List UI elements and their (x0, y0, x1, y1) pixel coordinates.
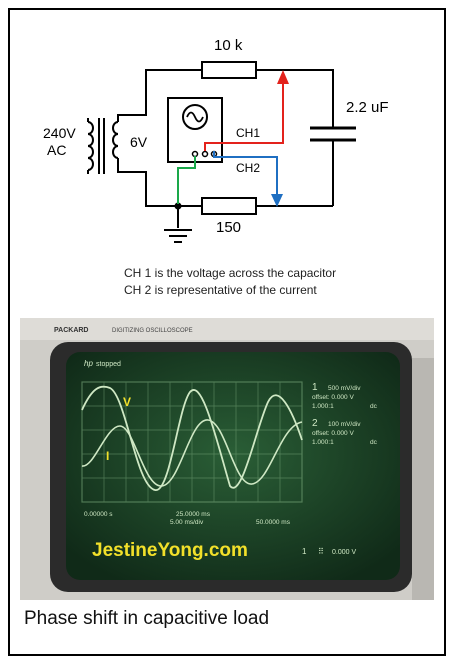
transformer-secondary-coil (112, 121, 119, 159)
ch1-terminal (201, 150, 209, 158)
ch2-number: 2 (312, 418, 318, 429)
ch2-coupling: dc (370, 439, 378, 446)
ch1-probe-wire (204, 82, 284, 151)
secondary-voltage-label: 6V (130, 134, 148, 150)
source-voltage-label: 240V (43, 125, 76, 141)
time-left: 0.00000 s (84, 511, 113, 518)
resistor-150 (201, 197, 257, 215)
circuit-wires (117, 69, 334, 228)
note-line-2: CH 2 is representative of the current (124, 283, 317, 297)
resistor-10k-label: 10 k (214, 37, 243, 54)
ch1-offset: offset: 0.000 V (312, 394, 354, 401)
ch2-probe-wire (213, 151, 278, 196)
ch2-offset: offset: 0.000 V (312, 430, 354, 437)
trace-i-label: I (106, 449, 109, 463)
trace-v-label: V (123, 395, 131, 409)
time-right: 50.0000 ms (256, 519, 291, 526)
time-per-div: 5.00 ms/div (170, 519, 204, 526)
graticule (81, 381, 303, 503)
sine-icon (186, 111, 204, 123)
acquisition-status: stopped (96, 361, 121, 368)
trigger-level: 0.000 V (332, 549, 356, 556)
trigger-channel: 1 (302, 547, 307, 556)
trigger-slope-icon: ⠿ (318, 547, 324, 556)
ground-probe-wire (177, 156, 196, 204)
ch1-number: 1 (312, 382, 318, 393)
ch1-probe: 1.000:1 (312, 403, 334, 410)
oscilloscope-drawing: PACKARD DIGITIZING OSCILLOSCOPE hp stopp… (20, 318, 434, 600)
transformer-core (98, 118, 105, 174)
ch2-arrow-icon (271, 194, 283, 207)
junction-dot (174, 202, 182, 210)
ch1-scale: 500 mV/div (328, 385, 361, 392)
scope-model: DIGITIZING OSCILLOSCOPE (112, 328, 193, 334)
hp-logo: hp (84, 359, 93, 368)
current-trace (81, 419, 303, 487)
ch2-scale: 100 mV/div (328, 421, 361, 428)
transformer-primary-coil (87, 118, 94, 174)
scope-brand: PACKARD (54, 327, 88, 334)
resistor-10k (201, 61, 257, 79)
ground-symbol (164, 229, 192, 243)
resistor-150-label: 150 (216, 219, 241, 236)
ch1-label: CH1 (236, 126, 260, 140)
note-line-1: CH 1 is the voltage across the capacitor (124, 266, 337, 280)
ch2-label: CH2 (236, 161, 260, 175)
watermark: JestineYong.com (92, 540, 248, 561)
oscilloscope-photo: PACKARD DIGITIZING OSCILLOSCOPE hp stopp… (20, 318, 434, 600)
figure-caption: Phase shift in capacitive load (24, 608, 270, 629)
time-center: 25.0000 ms (176, 511, 211, 518)
ac-source-circle (182, 104, 208, 130)
voltage-trace (81, 385, 303, 491)
source-type-label: AC (47, 142, 66, 158)
capacitor-symbol (310, 126, 356, 142)
ch1-coupling: dc (370, 403, 378, 410)
ch2-probe: 1.000:1 (312, 439, 334, 446)
circuit-schematic: 10 k 2.2 uF 240V AC 6V CH1 CH2 150 (43, 37, 389, 243)
capacitor-label: 2.2 uF (346, 99, 389, 116)
ch1-arrow-icon (277, 70, 289, 84)
screen (66, 352, 400, 580)
